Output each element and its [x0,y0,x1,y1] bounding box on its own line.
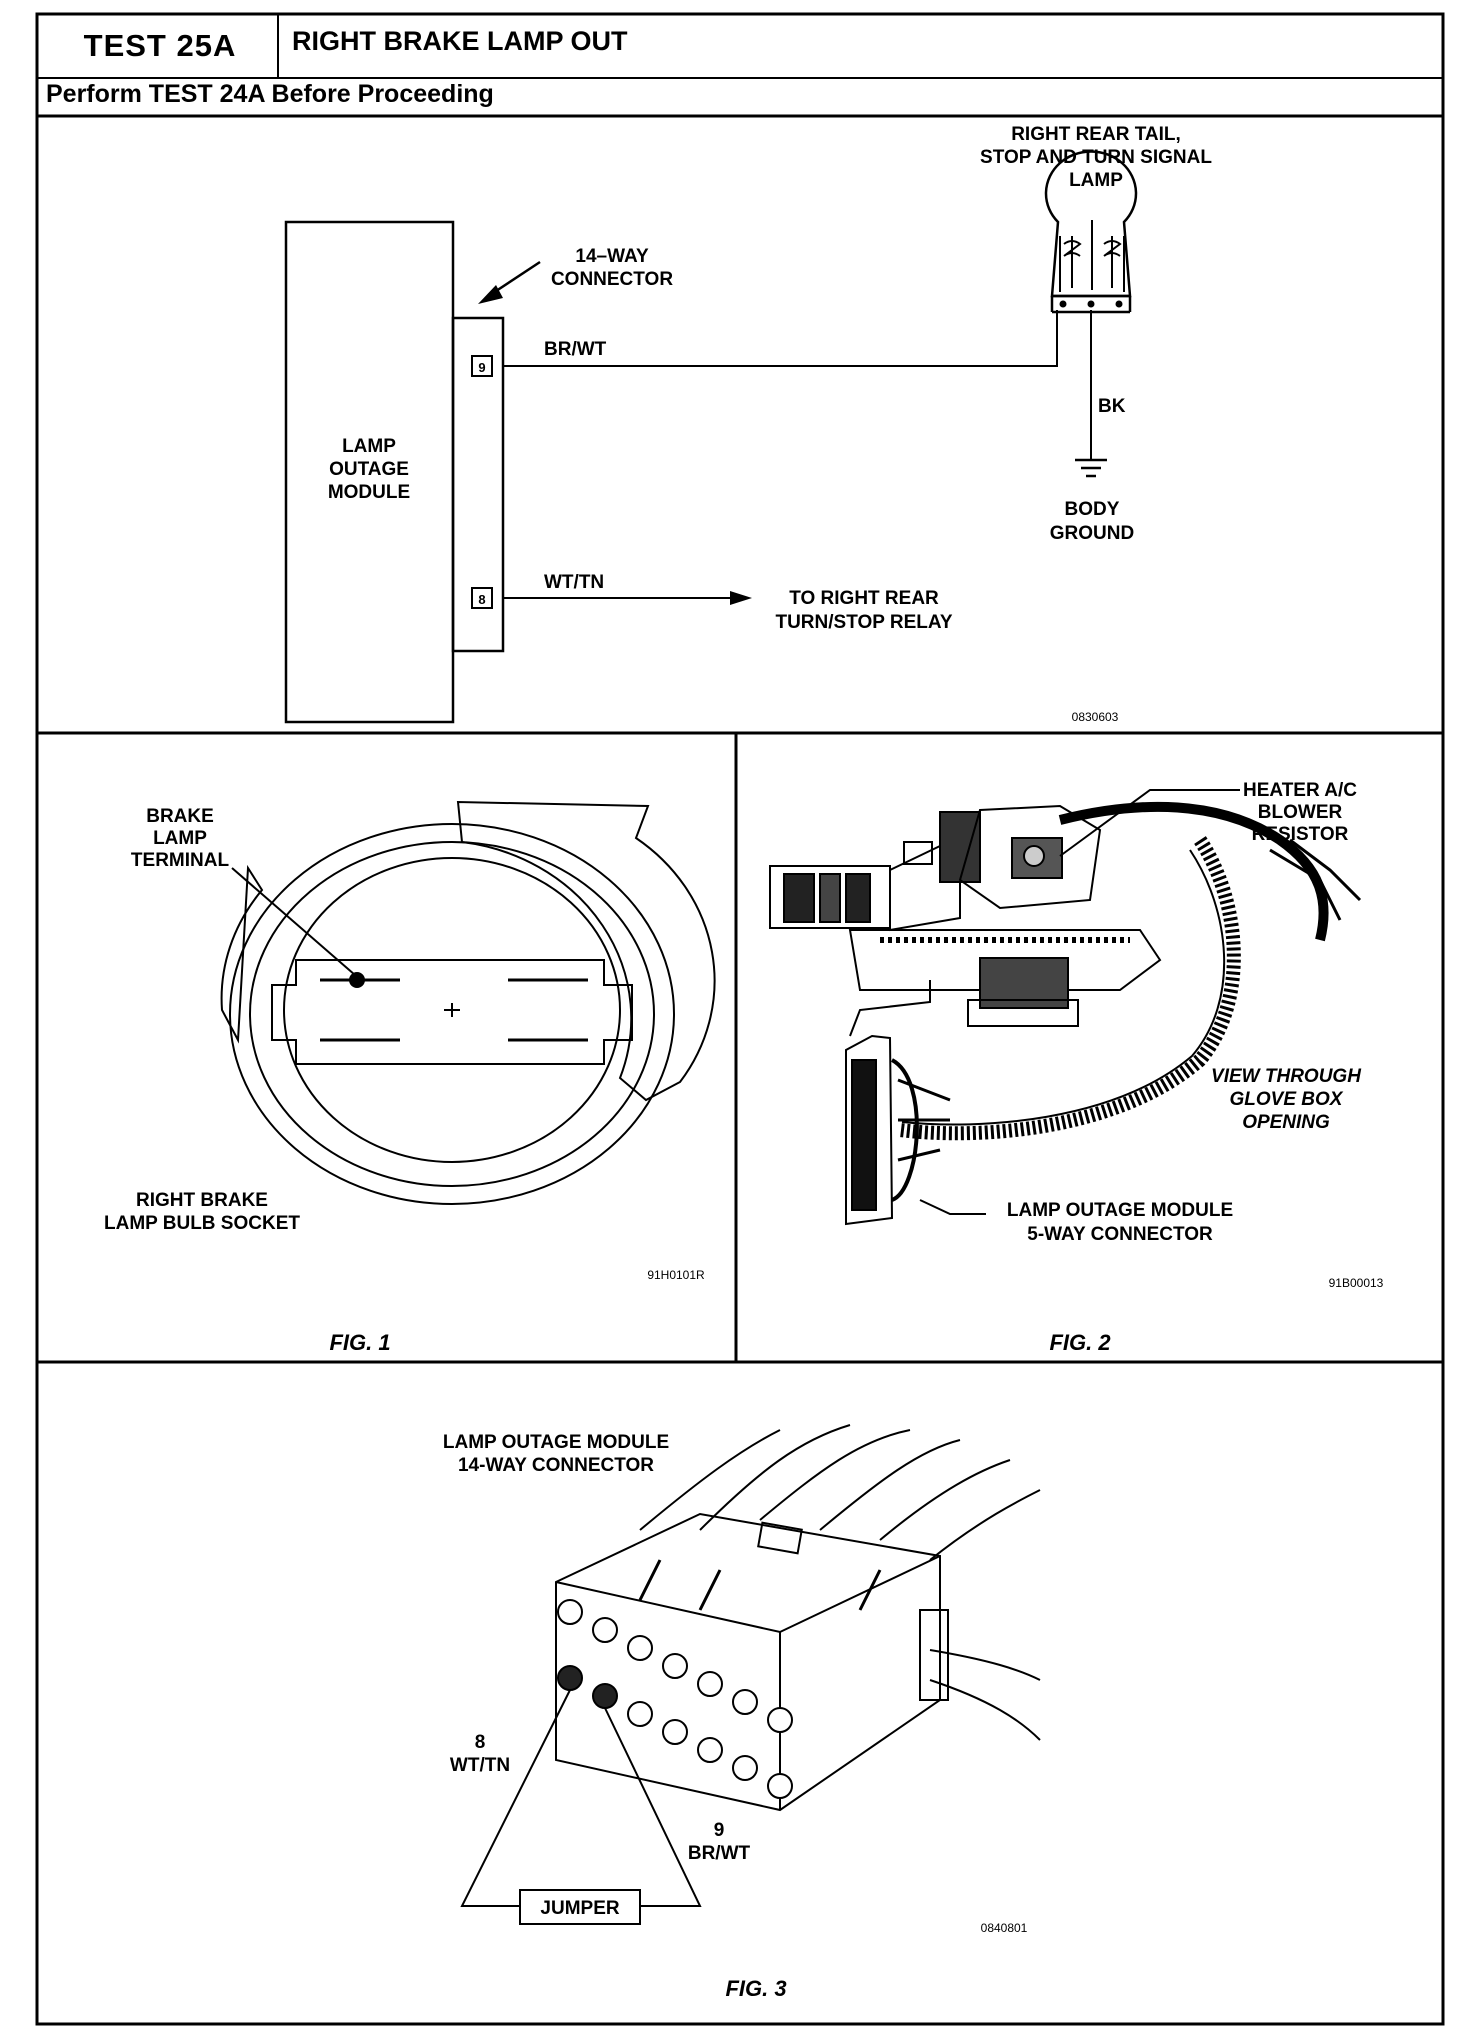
relay-label-1: TO RIGHT REAR [789,588,939,609]
module-label-2: OUTAGE [329,459,409,480]
view-label-3: OPENING [1242,1112,1330,1133]
wire-wt-tn [503,591,752,605]
terminal-label-3: TERMINAL [131,850,230,871]
pin8-label-2: WT/TN [450,1755,510,1776]
socket-label-2: LAMP BULB SOCKET [104,1213,300,1234]
view-label-2: GLOVE BOX [1230,1089,1344,1110]
connector5-label-1: LAMP OUTAGE MODULE [1007,1200,1233,1221]
jumper-wire [460,1689,702,1907]
fig3-caption: FIG. 3 [725,1976,786,2001]
connector-cavities [557,1599,793,1799]
pin9-label-1: 9 [714,1820,725,1841]
resistor-label-1: HEATER A/C [1243,780,1357,801]
lamp-outage-module-box [284,220,505,724]
page-frame [35,12,1445,2026]
fig1-caption: FIG. 1 [329,1330,390,1355]
pin9-label-2: BR/WT [688,1843,751,1864]
socket-label-1: RIGHT BRAKE [136,1190,268,1211]
bulb-socket-drawing [220,800,716,1205]
lamp-label-1: RIGHT REAR TAIL, [1011,124,1181,145]
jumper-box [519,1889,641,1925]
fig2-code: 91B00013 [1329,1276,1384,1290]
test-title: RIGHT BRAKE LAMP OUT [292,26,628,56]
connector-label-2: CONNECTOR [551,269,673,290]
wire-br-wt-label: BR/WT [544,339,607,360]
resistor-label-2: BLOWER [1258,802,1343,823]
terminal-label-2: LAMP [153,828,207,849]
wire-wt-tn-label: WT/TN [544,572,604,593]
lamp-label-3: LAMP [1069,170,1123,191]
ground-label-1: BODY [1065,499,1120,520]
ground-label-2: GROUND [1050,523,1134,544]
terminal-leader-line [231,867,356,976]
pin-8-label: 8 [478,592,485,607]
schematic-code: 0830603 [1072,710,1119,724]
fig3-title-2: 14-WAY CONNECTOR [458,1455,654,1476]
relay-label-2: TURN/STOP RELAY [775,612,952,633]
tail-lamp-symbol [1044,150,1138,314]
module-label-3: MODULE [328,482,410,503]
fig2-leader-lines [919,789,1240,1215]
test-id: TEST 25A [83,28,237,63]
jumper-label: JUMPER [540,1898,619,1919]
module-label-1: LAMP [342,436,396,457]
connector-label-1: 14–WAY [575,246,649,267]
lamp-label-2: STOP AND TURN SIGNAL [980,147,1212,168]
resistor-label-3: RESISTOR [1252,824,1349,845]
fig2-caption: FIG. 2 [1049,1330,1111,1355]
ground-symbol [1075,458,1107,478]
view-label-1: VIEW THROUGH [1211,1066,1362,1087]
pin-9-label: 9 [478,360,485,375]
prerequisite-note: Perform TEST 24A Before Proceeding [46,80,494,108]
lamp-terminals [1059,300,1123,308]
connector-14-way-drawing [555,1424,1041,1812]
pin8-label-1: 8 [475,1732,486,1753]
brake-lamp-terminal-dot [349,972,365,988]
fig3-title-1: LAMP OUTAGE MODULE [443,1432,669,1453]
terminal-label-1: BRAKE [146,806,214,827]
blower-harness-drawing [769,801,1362,1226]
wire-bk-label: BK [1098,396,1126,417]
wire-br-wt [503,310,1058,367]
fig1-code: 91H0101R [647,1268,705,1282]
fig3-code: 0840801 [981,1921,1028,1935]
connector-pointer-arrow [478,260,541,304]
connector5-label-2: 5-WAY CONNECTOR [1027,1224,1213,1245]
